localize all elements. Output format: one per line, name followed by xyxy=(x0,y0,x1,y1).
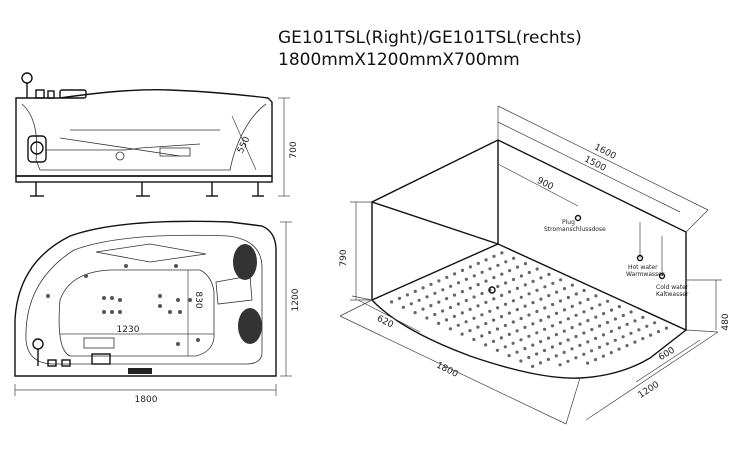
total-width-label: 1200 xyxy=(291,288,301,311)
top-view-outline xyxy=(14,220,277,377)
size-title: 1800mmX1200mmX700mm xyxy=(278,50,520,70)
dim-1500-line xyxy=(497,121,681,213)
dim-1600-line xyxy=(497,105,709,211)
seat-dimension-line xyxy=(231,115,257,171)
dim-1200-label: 1200 xyxy=(637,380,662,401)
top-view: 1230 830 1200 1800 xyxy=(14,220,301,405)
dim-1500-label: 1500 xyxy=(582,155,607,174)
side-view-inner-shell xyxy=(21,103,267,171)
plug-label: Plug xyxy=(562,219,575,226)
plug-socket xyxy=(574,214,582,222)
height-label: 700 xyxy=(289,141,299,158)
side-view: 700 550 xyxy=(15,72,299,197)
seat-height-label: 550 xyxy=(236,135,253,155)
install-view: Plug Stromanschlussdose Hot water Warmwa… xyxy=(339,105,731,425)
total-length-label: 1800 xyxy=(135,395,158,405)
top-view-headrest xyxy=(95,243,207,263)
plug-label-de: Stromanschlussdose xyxy=(544,226,606,233)
install-floor-back-edge xyxy=(371,243,499,301)
dim-1800-line xyxy=(339,315,567,425)
top-view-jets xyxy=(46,264,200,346)
side-view-legs xyxy=(30,182,264,197)
dim-1800-label: 1800 xyxy=(434,361,459,380)
install-drain xyxy=(488,286,496,294)
top-view-seat xyxy=(58,269,215,357)
inner-width-label: 830 xyxy=(193,291,203,308)
side-view-rim xyxy=(15,88,273,177)
dim-900-label: 900 xyxy=(535,176,555,193)
dim-600-line xyxy=(635,339,701,383)
model-title: GE101TSL(Right)/GE101TSL(rechts) xyxy=(278,28,582,48)
top-view-pillows xyxy=(215,244,262,344)
cold-water-label-de: Kaltwasser xyxy=(656,291,689,298)
hot-water-label-de: Warmwasser xyxy=(626,271,665,278)
side-view-pump xyxy=(27,129,220,163)
top-view-controls xyxy=(32,337,152,374)
install-floor-pattern xyxy=(390,251,669,368)
dim-1200-line xyxy=(585,331,719,421)
dim-900-line xyxy=(497,163,579,207)
cold-water-label: Cold water xyxy=(656,284,689,291)
side-view-fittings xyxy=(21,72,87,99)
hot-water-label: Hot water xyxy=(628,264,658,271)
inner-length-label: 1230 xyxy=(117,325,140,335)
dim-620-label: 620 xyxy=(375,314,395,331)
dim-620-line xyxy=(357,299,421,333)
dim-790-label: 790 xyxy=(339,249,349,266)
install-back-wall xyxy=(370,139,687,332)
install-floor-outline xyxy=(371,299,687,379)
top-view-inner-basin xyxy=(25,234,263,365)
dim-480-label: 480 xyxy=(721,313,731,330)
dim-600-label: 600 xyxy=(657,345,677,363)
side-view-base xyxy=(15,175,273,183)
